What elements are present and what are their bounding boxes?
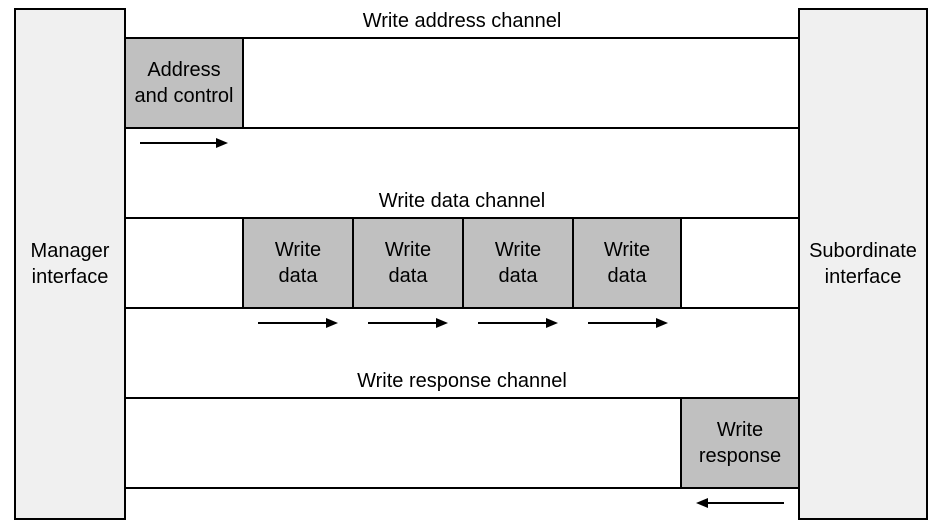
manager-interface-label: Manager interface: [30, 240, 110, 288]
write-data-beat-label: Write data: [494, 239, 542, 287]
data-direction-arrow: [588, 318, 668, 328]
response-channel-bottom-line: [124, 487, 800, 489]
write-response-beat-label: Write response: [698, 419, 782, 467]
write-data-beat: Write data: [572, 217, 682, 309]
address-direction-arrow: [140, 138, 228, 148]
data-direction-arrow: [258, 318, 338, 328]
write-response-channel-title: Write response channel: [357, 370, 567, 392]
manager-interface: Manager interface: [14, 8, 126, 520]
write-data-beat: Write data: [352, 217, 464, 309]
subordinate-interface: Subordinate interface: [798, 8, 928, 520]
write-data-beat-label: Write data: [384, 239, 432, 287]
address-beat-label: Address and control: [134, 59, 234, 107]
write-data-beat-label: Write data: [274, 239, 322, 287]
write-data-beat: Write data: [242, 217, 354, 309]
write-data-beat-label: Write data: [603, 239, 651, 287]
address-channel-top-line: [124, 37, 800, 39]
subordinate-interface-label: Subordinate interface: [809, 240, 917, 288]
data-direction-arrow: [368, 318, 448, 328]
write-response-beat: Write response: [680, 397, 800, 489]
data-direction-arrow: [478, 318, 558, 328]
address-and-control-beat: Address and control: [124, 37, 244, 129]
response-channel-top-line: [124, 397, 800, 399]
write-data-channel-title: Write data channel: [378, 190, 546, 212]
response-direction-arrow: [696, 498, 784, 508]
write-data-beat: Write data: [462, 217, 574, 309]
address-channel-bottom-line: [124, 127, 800, 129]
write-address-channel-title: Write address channel: [362, 10, 562, 32]
